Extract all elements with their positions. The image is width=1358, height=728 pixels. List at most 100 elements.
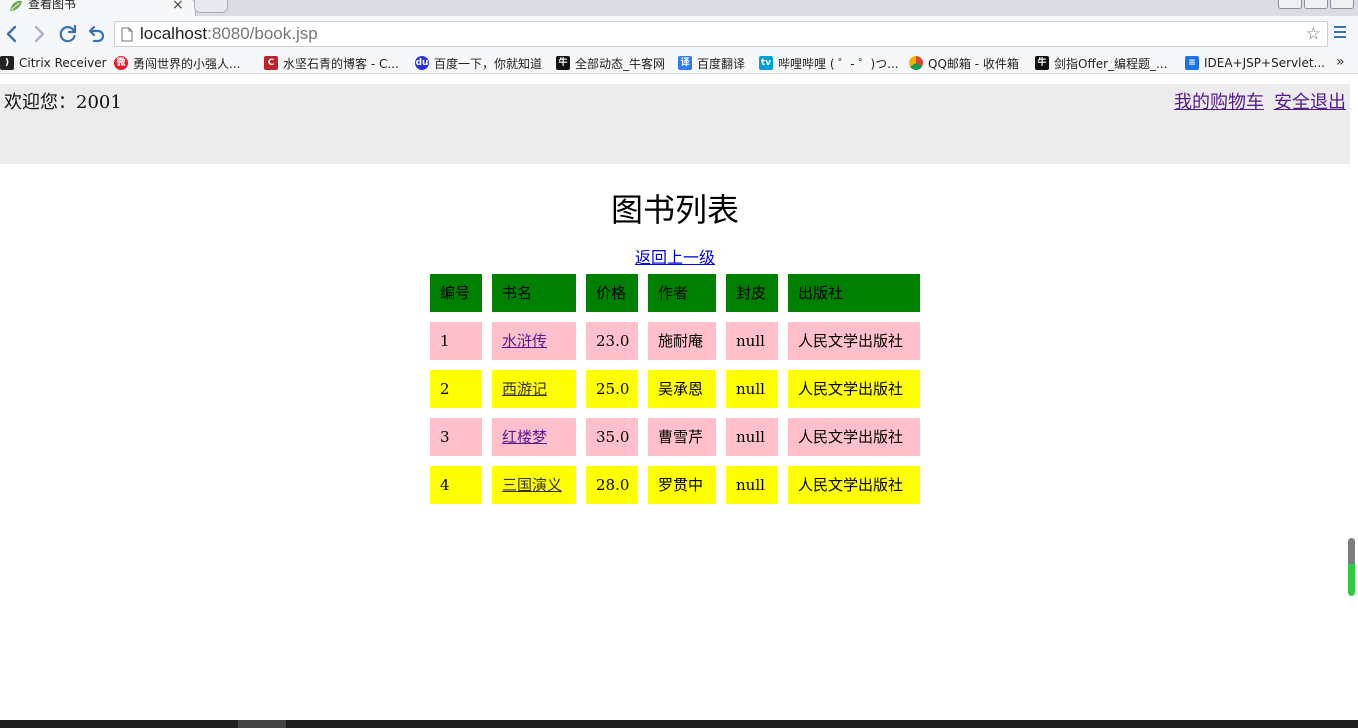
- leaf-icon: [10, 0, 22, 11]
- back-link[interactable]: 返回上一级: [634, 248, 715, 267]
- bookmark-label: 百度翻译: [697, 56, 746, 71]
- bookmark-item[interactable]: tv 哔哩哔哩 ( ゜- ゜)つ...: [759, 54, 899, 72]
- close-window-button[interactable]: [1330, 0, 1354, 9]
- cell-cover: null: [726, 370, 778, 408]
- cell-cover: null: [726, 466, 778, 504]
- user-links: 我的购物车 安全退出: [1174, 88, 1346, 114]
- back-link-container: 返回上一级: [0, 244, 1350, 268]
- maximize-button[interactable]: [1304, 0, 1328, 9]
- cell-price: 25.0: [586, 370, 638, 408]
- bookmark-label: Citrix Receiver: [19, 56, 107, 70]
- weibo-icon: 微: [114, 56, 128, 70]
- browser-toolbar: localhost:8080/book.jsp ☆: [0, 16, 1358, 52]
- taskbar: [0, 720, 1358, 728]
- browser-tab[interactable]: 查看图书 ×: [0, 0, 196, 16]
- bookmark-item[interactable]: QQ邮箱 - 收件箱: [909, 54, 1019, 72]
- bookmark-item[interactable]: du 百度一下，你就知道: [415, 54, 542, 72]
- doc-icon: ≡: [1185, 56, 1199, 70]
- cell-id: 2: [430, 370, 482, 408]
- column-header-name: 书名: [492, 274, 576, 312]
- bookmark-item[interactable]: 牛 剑指Offer_编程题_...: [1035, 54, 1167, 72]
- minimize-button[interactable]: [1278, 0, 1302, 9]
- cell-publisher: 人民文学出版社: [788, 322, 920, 360]
- bookmark-label: 哔哩哔哩 ( ゜- ゜)つ...: [778, 56, 899, 71]
- welcome-bar: 欢迎您：2001 我的购物车 安全退出: [0, 84, 1350, 164]
- bookmark-item[interactable]: C 水坚石青的博客 - C...: [264, 54, 399, 72]
- cell-price: 28.0: [586, 466, 638, 504]
- tab-title: 查看图书: [28, 0, 77, 11]
- nowcoder-icon: 牛: [556, 56, 570, 70]
- bookmark-label: 百度一下，你就知道: [434, 56, 543, 71]
- undo-button[interactable]: [84, 22, 108, 46]
- cell-name: 三国演义: [492, 466, 576, 504]
- translate-icon: 译: [678, 56, 692, 70]
- bookmark-item[interactable]: ≡ IDEA+JSP+Servlet...: [1185, 54, 1325, 72]
- back-arrow-icon: [6, 25, 17, 43]
- cell-id: 1: [430, 322, 482, 360]
- forward-arrow-icon: [34, 25, 45, 43]
- book-title-link[interactable]: 西游记: [502, 380, 548, 398]
- book-title-link[interactable]: 红楼梦: [502, 428, 548, 446]
- bookmark-label: QQ邮箱 - 收件箱: [928, 56, 1019, 71]
- book-title-link[interactable]: 水浒传: [502, 332, 548, 350]
- bookmark-label: IDEA+JSP+Servlet...: [1204, 56, 1325, 70]
- chrome-icon: [909, 56, 923, 70]
- more-bookmarks-icon[interactable]: »: [1336, 54, 1345, 70]
- address-bar[interactable]: localhost:8080/book.jsp ☆: [114, 21, 1328, 47]
- url-path: :8080/book.jsp: [207, 24, 318, 43]
- bookmark-label: 勇闯世界的小强人...: [133, 56, 241, 71]
- csdn-icon: C: [264, 56, 278, 70]
- bookmarks-bar: ) Citrix Receiver 微 勇闯世界的小强人... C 水坚石青的博…: [0, 52, 1358, 74]
- bookmark-item[interactable]: 微 勇闯世界的小强人...: [114, 54, 240, 72]
- cell-id: 3: [430, 418, 482, 456]
- url-text[interactable]: localhost:8080/book.jsp: [140, 24, 318, 44]
- cell-cover: null: [726, 418, 778, 456]
- page-icon: [121, 27, 133, 42]
- menu-icon[interactable]: [1334, 26, 1350, 42]
- new-tab-button[interactable]: [194, 0, 228, 13]
- bookmark-item[interactable]: 译 百度翻译: [678, 54, 745, 72]
- undo-icon: [88, 25, 105, 43]
- column-header-price: 价格: [586, 274, 638, 312]
- cell-price: 23.0: [586, 322, 638, 360]
- cell-cover: null: [726, 322, 778, 360]
- logout-link[interactable]: 安全退出: [1274, 92, 1346, 113]
- close-icon[interactable]: ×: [172, 0, 184, 13]
- scroll-indicator[interactable]: [1348, 538, 1355, 596]
- column-header-cover: 封皮: [726, 274, 778, 312]
- citrix-icon: ): [0, 56, 14, 70]
- cell-author: 曹雪芹: [648, 418, 716, 456]
- bookmark-label: 水坚石青的博客 - C...: [283, 56, 399, 71]
- cell-name: 西游记: [492, 370, 576, 408]
- cell-publisher: 人民文学出版社: [788, 466, 920, 504]
- cell-author: 罗贯中: [648, 466, 716, 504]
- bookmark-item[interactable]: ) Citrix Receiver: [0, 54, 107, 72]
- cell-author: 吴承恩: [648, 370, 716, 408]
- nowcoder-icon: 牛: [1035, 56, 1049, 70]
- column-header-id: 编号: [430, 274, 482, 312]
- cell-author: 施耐庵: [648, 322, 716, 360]
- cell-name: 水浒传: [492, 322, 576, 360]
- cell-publisher: 人民文学出版社: [788, 418, 920, 456]
- bookmark-star-icon[interactable]: ☆: [1305, 24, 1321, 44]
- bookmark-label: 全部动态_牛客网: [575, 56, 666, 71]
- page-title: 图书列表: [610, 191, 739, 229]
- reload-icon: [59, 24, 77, 43]
- forward-button[interactable]: [27, 22, 51, 46]
- taskbar-item[interactable]: [238, 720, 286, 728]
- baidu-icon: du: [415, 56, 429, 70]
- tab-strip: 查看图书 ×: [0, 0, 1358, 16]
- column-header-author: 作者: [648, 274, 716, 312]
- cell-publisher: 人民文学出版社: [788, 370, 920, 408]
- bookmark-label: 剑指Offer_编程题_...: [1054, 56, 1168, 71]
- back-button[interactable]: [0, 22, 24, 46]
- window-controls: [1278, 0, 1354, 10]
- bilibili-icon: tv: [759, 56, 773, 70]
- book-title-link[interactable]: 三国演义: [502, 476, 563, 494]
- cell-name: 红楼梦: [492, 418, 576, 456]
- reload-button[interactable]: [56, 22, 80, 46]
- bookmark-item[interactable]: 牛 全部动态_牛客网: [556, 54, 665, 72]
- cell-price: 35.0: [586, 418, 638, 456]
- column-header-publisher: 出版社: [788, 274, 920, 312]
- cart-link[interactable]: 我的购物车: [1174, 92, 1264, 113]
